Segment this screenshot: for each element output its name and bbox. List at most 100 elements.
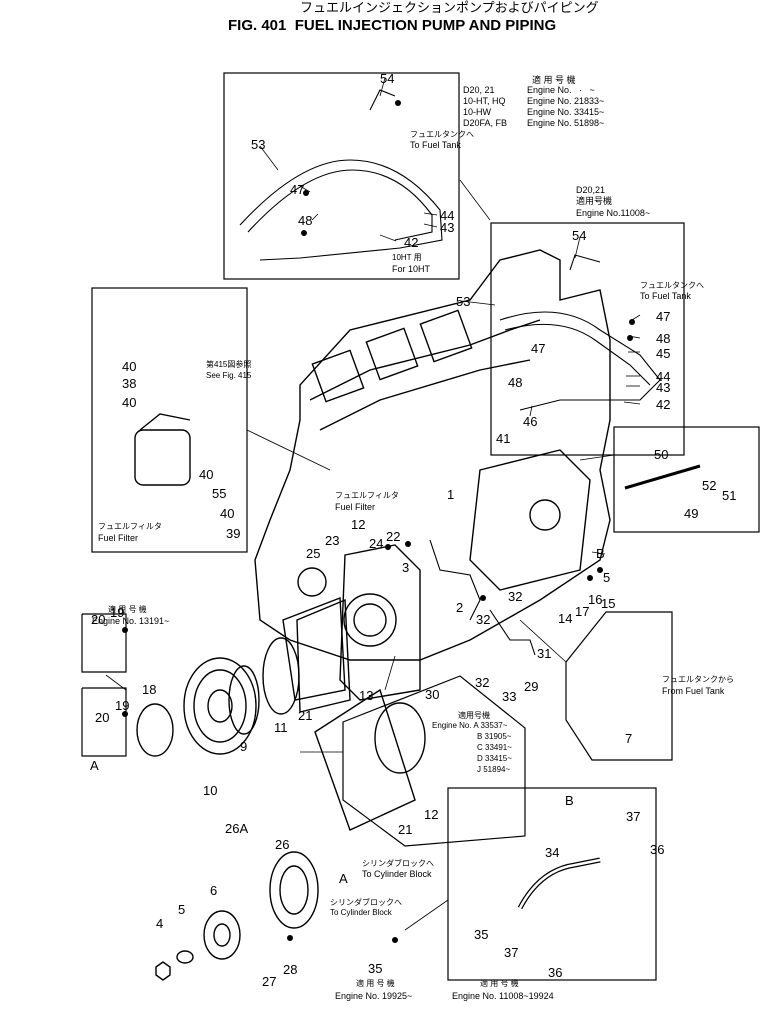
callout-26A: 26A [225,821,249,836]
note-fuel-filter-en: Fuel Filter [335,502,376,512]
callout-35: 35 [368,961,383,976]
callout-5: 5 [178,902,186,917]
applicability-mid-row: J 51894~ [477,765,511,774]
applicability-top-header: 適 用 号 機 [532,75,576,85]
callout-25: 25 [306,546,321,561]
applicability-right-header: 適用号機 [576,196,613,206]
callout-43: 43 [656,380,671,395]
callout-19: 19 [115,698,130,713]
callout-24: 24 [369,536,384,551]
callout-21: 21 [298,708,313,723]
callout-3: 3 [402,560,410,575]
callout-21: 21 [398,822,413,837]
note-fuel-filter-en: Fuel Filter [98,533,139,543]
inset-box-clip [613,426,760,533]
callout-48: 48 [508,375,523,390]
callout-53: 53 [251,137,266,152]
callout-12: 12 [424,807,439,822]
callout-1: 1 [447,487,455,502]
callout-B: B [596,546,605,561]
applicability-top-row: 10-HT, HQ [463,96,506,106]
callout-11: 11 [274,720,288,735]
callout-18: 18 [142,682,157,697]
callout-44: 44 [440,208,455,223]
callout-42: 42 [404,235,419,250]
callout-A: A [90,758,99,773]
inset-box-bolt-bottom [81,687,127,757]
callout-48: 48 [298,213,313,228]
inset-box-top [223,72,460,280]
callout-37: 37 [504,945,519,960]
note-to-fuel-tank-en: To Fuel Tank [640,291,691,301]
callout-42: 42 [656,397,671,412]
callout-40: 40 [199,467,214,482]
callout-40: 40 [122,395,137,410]
callout-10: 10 [203,783,218,798]
callout-36: 36 [548,965,563,980]
callout-50: 50 [654,447,669,462]
callout-32: 32 [476,612,491,627]
applicability-mid-row: D 33415~ [477,754,512,763]
callout-53: 53 [456,294,471,309]
callout-A: A [339,871,348,886]
callout-19: 19 [110,605,125,620]
gasket-21 [296,598,351,713]
title-japanese: フュエルインジェクションポンプおよびパイピング [300,1,599,16]
applicability-top-row: Engine No. · ~ [527,85,595,95]
inset-box-bolt-top [81,613,127,673]
callout-34: 34 [545,845,560,860]
fuel-filter-body [134,429,191,486]
note-to-cyl-block-en: To Cylinder Block [330,908,392,917]
callout-55: 55 [212,486,227,501]
applicability-bottom-right-engine: Engine No. 11008~19924 [452,991,554,1001]
applicability-bottom-right-header: 適 用 号 機 [480,979,519,988]
callout-31: 31 [537,646,552,661]
note-to-cyl-block-en: To Cylinder Block [362,869,432,879]
callout-20: 20 [95,710,110,725]
callout-37: 37 [626,809,641,824]
gear-6 [203,910,241,960]
note-for-10ht-en: For 10HT [392,264,431,274]
flange-plate [136,703,174,757]
callout-32: 32 [508,589,523,604]
callout-52: 52 [702,478,717,493]
gear-18 [183,657,257,755]
callout-38: 38 [122,376,137,391]
callout-54: 54 [380,71,395,86]
callout-5: 5 [603,570,611,585]
callout-23: 23 [325,533,340,548]
applicability-mid-row: C 33491~ [477,743,512,752]
note-to-fuel-tank-jp: フュエルタンクへ [410,130,474,139]
note-fuel-filter-jp: フュエルフィルタ [98,522,162,531]
callout-35: 35 [474,927,489,942]
inset-box-mid [342,675,526,847]
callout-13: 13 [359,688,374,703]
callout-6: 6 [210,883,218,898]
callout-28: 28 [283,962,298,977]
applicability-top-row: 10-HW [463,107,492,117]
applicability-bottom-left-engine: Engine No. 19925~ [335,991,413,1001]
callout-B: B [565,793,574,808]
applicability-right-engine: Engine No.11008~ [576,208,651,218]
callout-47: 47 [290,182,305,197]
inset-box-bottom-right [447,787,657,981]
callout-30: 30 [425,687,440,702]
callout-29: 29 [524,679,539,694]
applicability-mid-row: Engine No. A 33537~ [432,721,508,730]
callout-33: 33 [502,689,517,704]
callout-20: 20 [91,612,106,627]
ring-11 [262,637,300,715]
applicability-mid-header: 適用号機 [458,711,490,720]
inset-box-left [91,287,248,553]
callout-4: 4 [156,916,164,931]
note-see-fig-en: See Fig. 415 [206,371,252,380]
callout-9: 9 [240,739,248,754]
callout-45: 45 [656,346,671,361]
callout-51: 51 [722,488,737,503]
callout-48: 48 [656,331,671,346]
callout-27: 27 [262,974,277,989]
callout-43: 43 [440,220,455,235]
note-to-cyl-block-jp: シリンダブロックへ [330,898,402,907]
callout-47: 47 [531,341,546,356]
callout-12: 12 [351,517,366,532]
